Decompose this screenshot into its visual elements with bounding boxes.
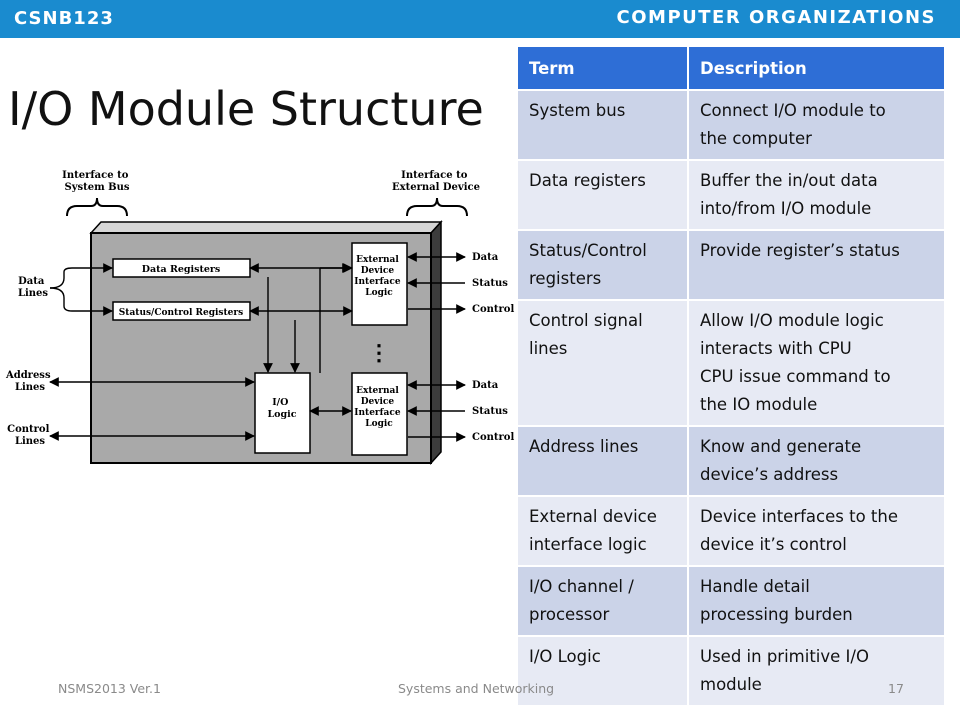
table-row: Control signal lines Allow I/O module lo… xyxy=(518,299,944,426)
footer-course: Systems and Networking xyxy=(398,681,555,696)
table-row: External device interface logic Device i… xyxy=(518,495,944,566)
left-bus-lines xyxy=(49,263,255,441)
ellipsis-dots: ⋮ xyxy=(368,340,390,366)
module-box-side xyxy=(430,220,442,465)
term-cell: Data registers xyxy=(518,159,689,230)
course-name: COMPUTER ORGANIZATIONS xyxy=(616,7,936,28)
right-data-label-1: Data xyxy=(472,252,499,263)
term-cell: Control signal lines xyxy=(518,299,689,426)
data-registers-label: Data Registers xyxy=(142,264,221,275)
term-cell: Status/Control registers xyxy=(518,229,689,300)
address-lines-label: Address Lines xyxy=(5,370,54,393)
ext-logic-label-2: External Device Interface Logic xyxy=(354,386,403,429)
page-number: 17 xyxy=(888,681,904,696)
control-lines-label: Control Lines xyxy=(7,424,53,447)
table-row: Status/Control registers Provide registe… xyxy=(518,229,944,300)
description-cell: Provide register’s status xyxy=(688,229,944,300)
ext-logic-label-1: External Device Interface Logic xyxy=(354,255,403,298)
footer-version: NSMS2013 Ver.1 xyxy=(58,681,161,696)
course-code: CSNB123 xyxy=(14,8,114,29)
data-lines-label: Data Lines xyxy=(18,276,48,299)
terms-table: Term Description System bus Connect I/O … xyxy=(518,47,944,705)
brace-external xyxy=(406,197,468,217)
interface-system-bus-label: Interface to System Bus xyxy=(62,170,132,193)
header-bar: CSNB123 COMPUTER ORGANIZATIONS xyxy=(0,0,960,38)
term-cell: External device interface logic xyxy=(518,495,689,566)
ext-logic-box-2 xyxy=(351,372,408,456)
table-header-row: Term Description xyxy=(518,47,944,90)
module-box-top xyxy=(89,221,443,234)
right-data-label-2: Data xyxy=(472,380,499,391)
right-status-label-1: Status xyxy=(472,278,508,289)
term-cell: I/O Logic xyxy=(518,635,689,705)
term-cell: Address lines xyxy=(518,425,689,496)
right-control-label-2: Control xyxy=(472,432,514,443)
internal-connections xyxy=(249,263,353,416)
slide-title: I/O Module Structure xyxy=(8,82,484,136)
term-cell: I/O channel / processor xyxy=(518,565,689,636)
header-description: Description xyxy=(688,47,944,90)
interface-external-label: Interface to External Device xyxy=(392,170,480,193)
right-status-label-2: Status xyxy=(472,406,508,417)
right-control-label-1: Control xyxy=(472,304,514,315)
ext-logic-box-1 xyxy=(351,242,408,326)
io-module-diagram: Interface to System Bus Interface to Ext… xyxy=(5,170,514,465)
term-cell: System bus xyxy=(518,89,689,160)
brace-system-bus xyxy=(66,197,128,217)
header-term: Term xyxy=(518,47,689,90)
status-control-registers-label: Status/Control Registers xyxy=(119,308,243,318)
io-logic-label: I/O Logic xyxy=(267,397,296,420)
right-device-lines xyxy=(407,252,466,442)
